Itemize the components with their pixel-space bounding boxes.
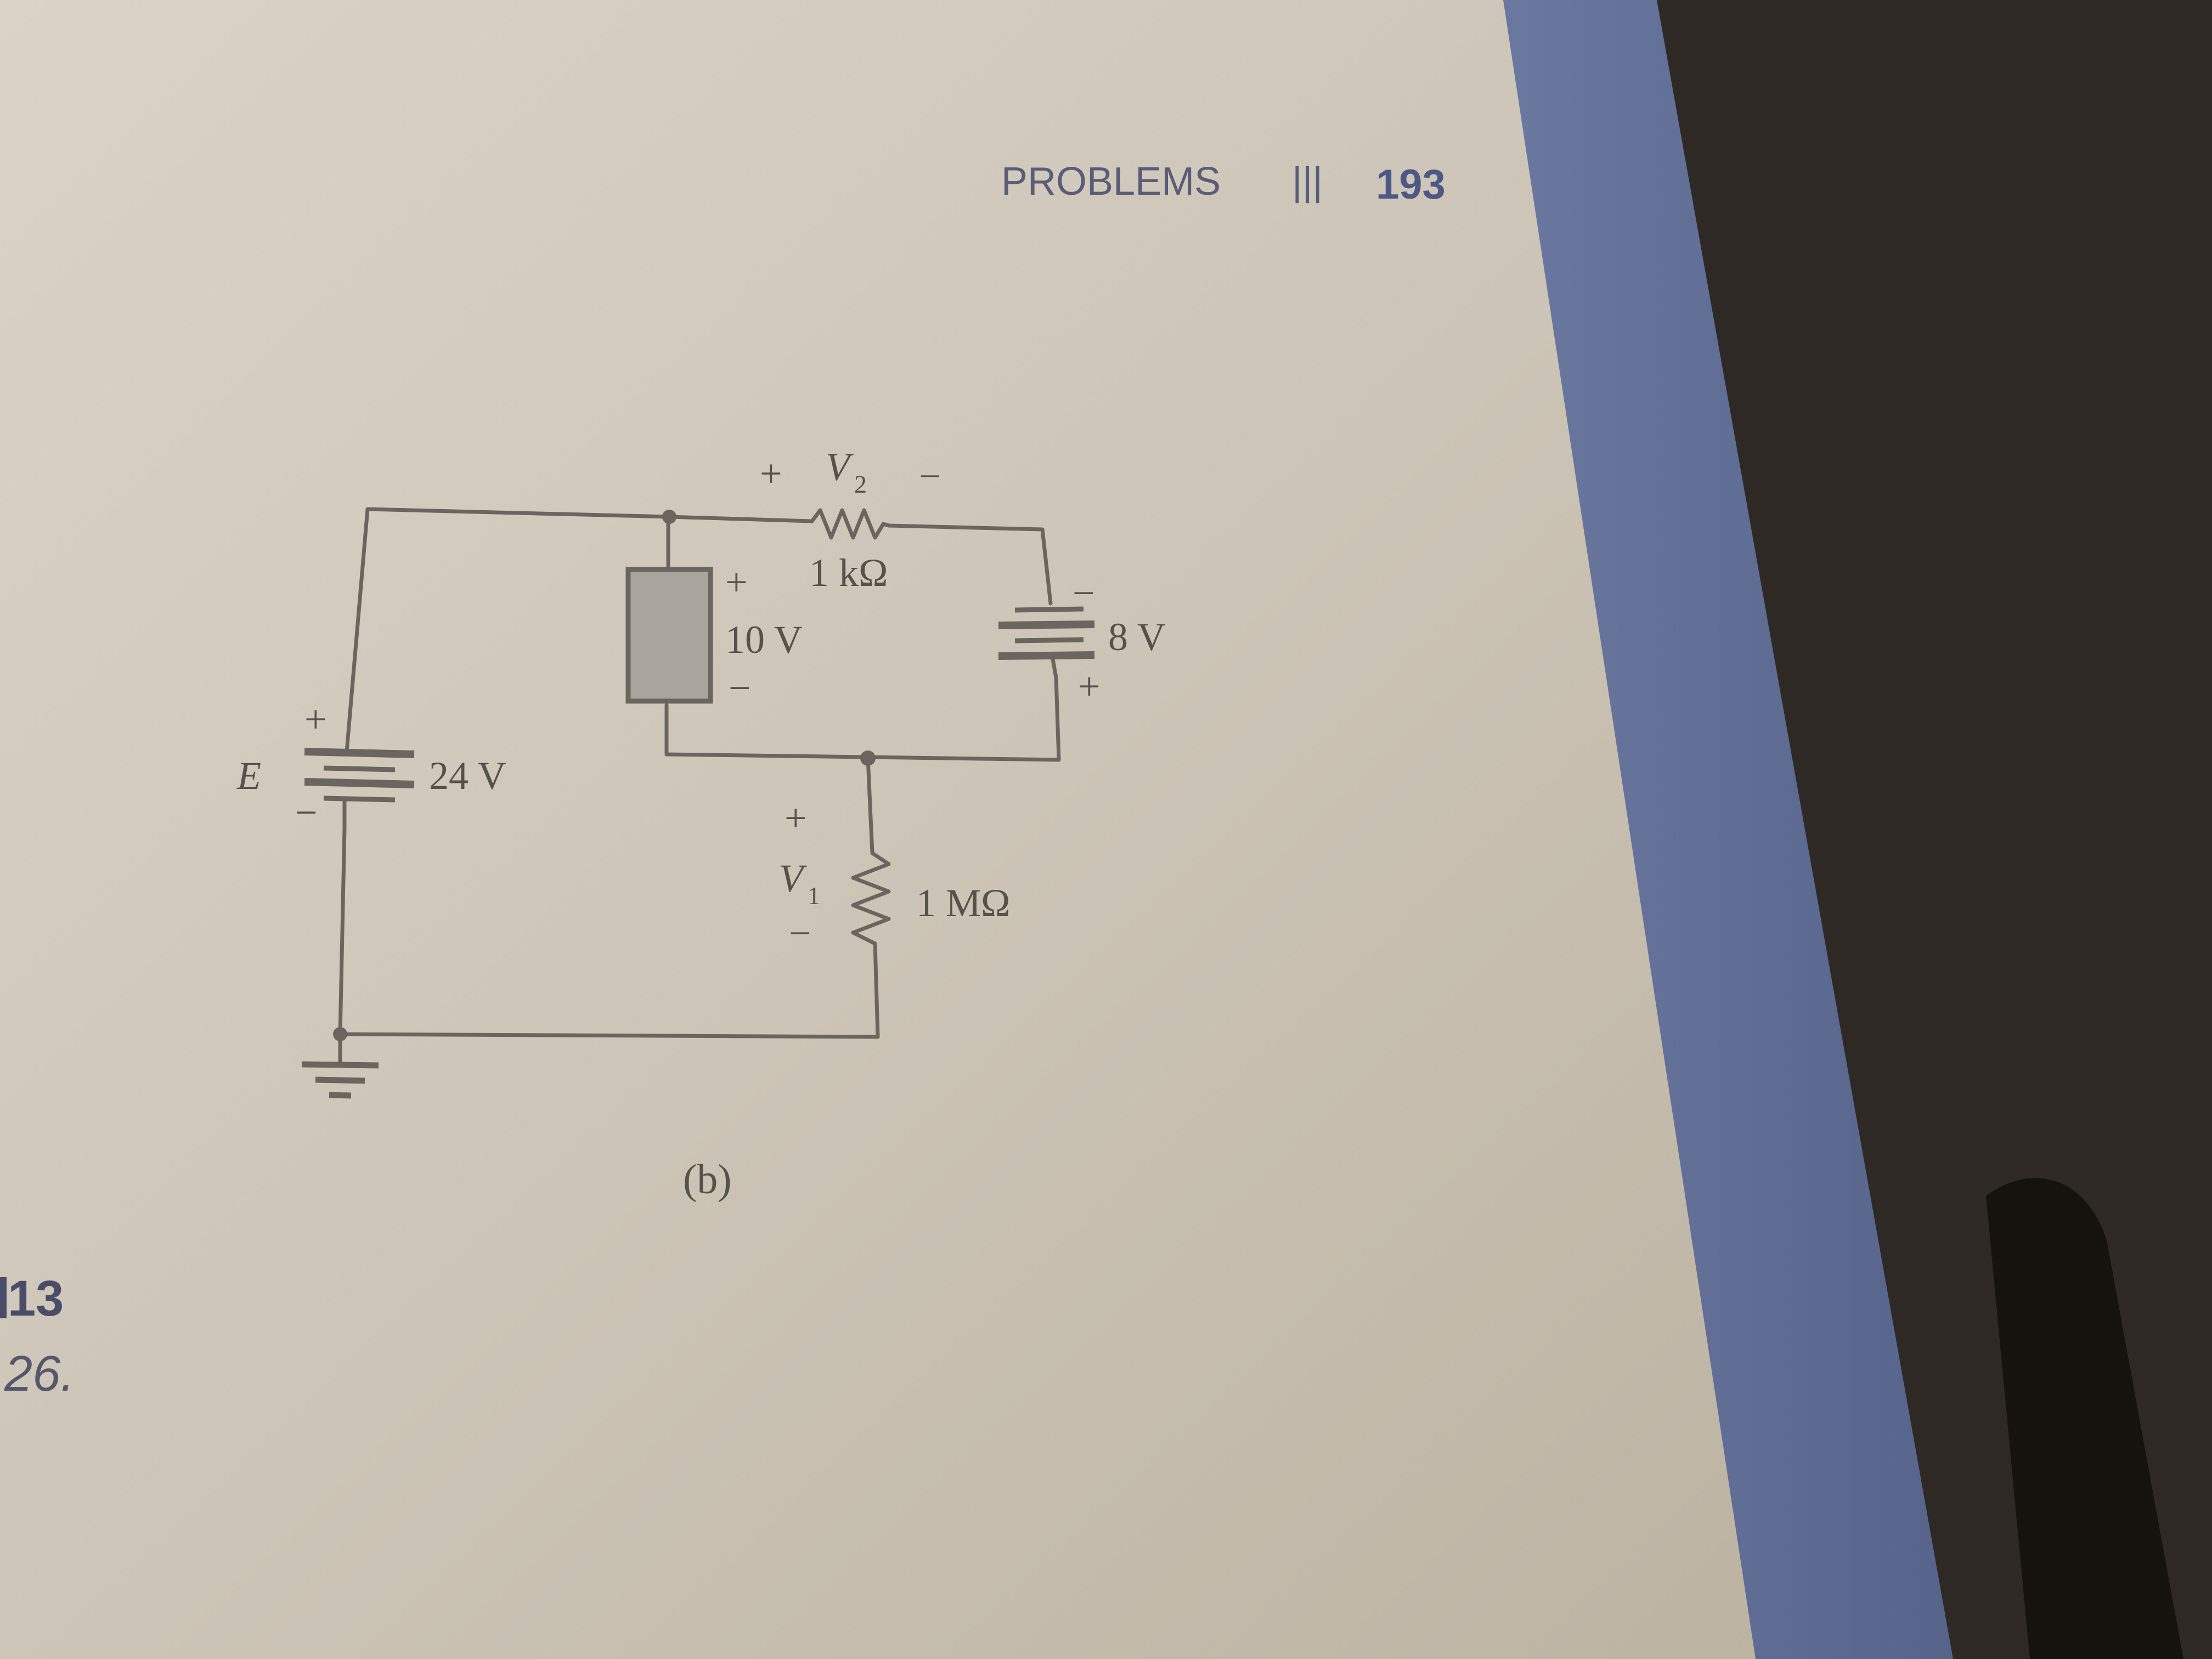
box-value: 10 V <box>725 618 803 662</box>
margin-problem-ref: 13 <box>8 1271 64 1327</box>
page-number: 193 <box>1376 161 1446 208</box>
element-box-10v <box>625 567 713 704</box>
dark-object <box>1986 1178 2183 1659</box>
resistor-bottom-minus: − <box>789 911 811 955</box>
node-top <box>662 510 676 524</box>
resistor-top-voltage: V <box>826 445 854 489</box>
box-plus: + <box>725 560 748 604</box>
resistor-bottom-icon <box>851 851 891 946</box>
resistor-top-minus: − <box>919 454 941 498</box>
book-edge <box>1492 0 1953 1659</box>
node-middle <box>860 751 876 766</box>
page-header-separator: ||| <box>1292 160 1323 204</box>
resistor-top-plus: + <box>760 452 782 495</box>
wire-left-top <box>345 507 814 754</box>
source-E-value: 24 V <box>429 754 506 798</box>
box-minus: − <box>729 666 751 710</box>
battery-E-icon <box>304 748 415 831</box>
figure-caption: (b) <box>683 1156 732 1203</box>
battery-right-plus: + <box>1078 664 1101 708</box>
wire-mid-down <box>866 756 874 855</box>
source-E-minus: − <box>295 791 318 834</box>
resistor-bottom-value: 1 MΩ <box>916 881 1011 925</box>
page-paper <box>0 0 1756 1659</box>
wire-bottom <box>338 826 880 1039</box>
battery-right-minus: − <box>1073 571 1095 615</box>
resistor-bottom-voltage-sub: 1 <box>808 882 820 910</box>
circuit-diagram: E + − 24 V + 10 V − + V 2 − 1 kΩ − 8 V +… <box>236 445 1166 1099</box>
wire-top-right <box>887 523 1053 606</box>
page-header-section: PROBLEMS <box>1001 160 1221 204</box>
battery-right-value: 8 V <box>1108 615 1166 659</box>
resistor-bottom-plus: + <box>785 796 807 840</box>
source-E-symbol: E <box>236 754 261 798</box>
resistor-top-icon <box>810 508 891 540</box>
resistor-top-voltage-sub: 2 <box>854 470 867 498</box>
margin-bar <box>0 1277 7 1318</box>
source-E-plus: + <box>304 697 327 741</box>
battery-right-icon <box>998 606 1095 680</box>
margin-next-problem: 26. <box>4 1346 75 1402</box>
ground-icon <box>301 1061 379 1099</box>
node-ground <box>333 1027 347 1041</box>
resistor-bottom-voltage: V <box>779 856 807 900</box>
resistor-top-value: 1 kΩ <box>809 551 888 595</box>
